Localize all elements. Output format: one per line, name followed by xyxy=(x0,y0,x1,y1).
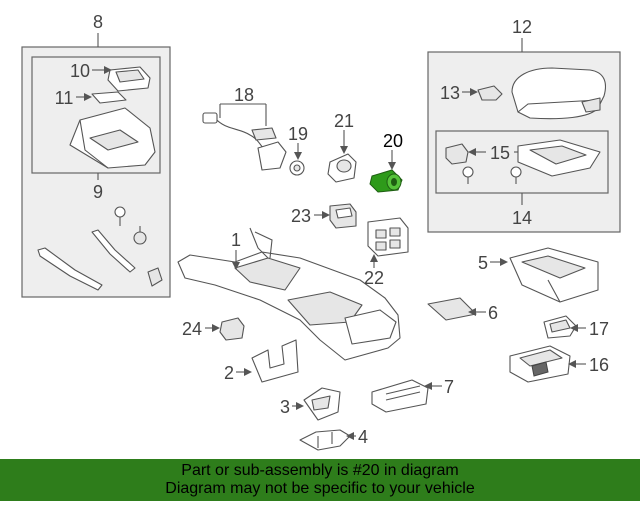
part-13-clip[interactable] xyxy=(477,85,503,101)
part-16-vent[interactable] xyxy=(509,345,571,383)
callout-3[interactable]: 3 xyxy=(280,397,290,417)
part-21-cap[interactable] xyxy=(327,153,357,183)
part-17-knob[interactable] xyxy=(543,315,577,339)
part-18-wiring[interactable] xyxy=(202,112,305,176)
callout-4[interactable]: 4 xyxy=(358,427,368,447)
callout-20[interactable]: 20 xyxy=(383,131,403,151)
clip-icon xyxy=(133,226,147,245)
callout-21[interactable]: 21 xyxy=(334,111,354,131)
part-2-bracket[interactable] xyxy=(251,339,299,383)
callout-10[interactable]: 10 xyxy=(70,61,90,81)
callout-17[interactable]: 17 xyxy=(589,319,609,339)
small-bracket-icon xyxy=(147,267,163,287)
callout-16[interactable]: 16 xyxy=(589,355,609,375)
part-5-box[interactable] xyxy=(509,247,599,303)
callout-1[interactable]: 1 xyxy=(231,230,241,250)
notice-banner: Part or sub-assembly is #20 in diagram D… xyxy=(0,459,640,501)
callout-14[interactable]: 14 xyxy=(512,208,532,228)
callout-15[interactable]: 15 xyxy=(490,143,510,163)
callout-11[interactable]: 11 xyxy=(55,88,74,108)
callout-6[interactable]: 6 xyxy=(488,303,498,323)
callout-18[interactable]: 18 xyxy=(234,85,254,105)
leader-lines xyxy=(76,66,586,440)
part-12-armrest[interactable] xyxy=(511,67,607,120)
part-22-switch-pack[interactable] xyxy=(367,217,409,257)
part-23-switch[interactable] xyxy=(329,203,357,229)
part-11-mat[interactable] xyxy=(91,91,127,104)
part-1-console-body[interactable] xyxy=(177,227,401,361)
banner-line-1: Part or sub-assembly is #20 in diagram xyxy=(181,462,459,479)
part-6-mat[interactable] xyxy=(427,297,477,321)
callout-12[interactable]: 12 xyxy=(512,17,532,37)
part-3-bracket[interactable] xyxy=(303,387,341,421)
part-24-clip[interactable] xyxy=(219,317,245,341)
part-7-grille[interactable] xyxy=(371,379,429,413)
callout-7[interactable]: 7 xyxy=(444,377,454,397)
callout-13[interactable]: 13 xyxy=(440,83,460,103)
part-4-bracket[interactable] xyxy=(299,429,351,451)
group-box-12 xyxy=(427,38,621,233)
part-15-latch[interactable] xyxy=(445,143,522,184)
callout-5[interactable]: 5 xyxy=(478,253,488,273)
callout-2[interactable]: 2 xyxy=(224,363,234,383)
part-14-compartment[interactable] xyxy=(517,139,601,177)
callout-8[interactable]: 8 xyxy=(93,12,103,32)
trim-strip[interactable] xyxy=(37,229,136,291)
screw-icon xyxy=(114,206,126,226)
callout-22[interactable]: 22 xyxy=(364,268,384,288)
callout-9[interactable]: 9 xyxy=(93,182,103,202)
callout-labels: 8 10 11 9 18 19 21 20 23 22 1 12 13 15 1… xyxy=(55,12,609,447)
part-10-tray[interactable] xyxy=(107,66,151,92)
callout-19[interactable]: 19 xyxy=(288,124,308,144)
callout-24[interactable]: 24 xyxy=(182,319,202,339)
part-9-panel[interactable] xyxy=(69,107,156,169)
part-20-socket[interactable] xyxy=(369,169,403,193)
banner-line-2: Diagram may not be specific to your vehi… xyxy=(165,480,475,497)
callout-23[interactable]: 23 xyxy=(291,206,311,226)
